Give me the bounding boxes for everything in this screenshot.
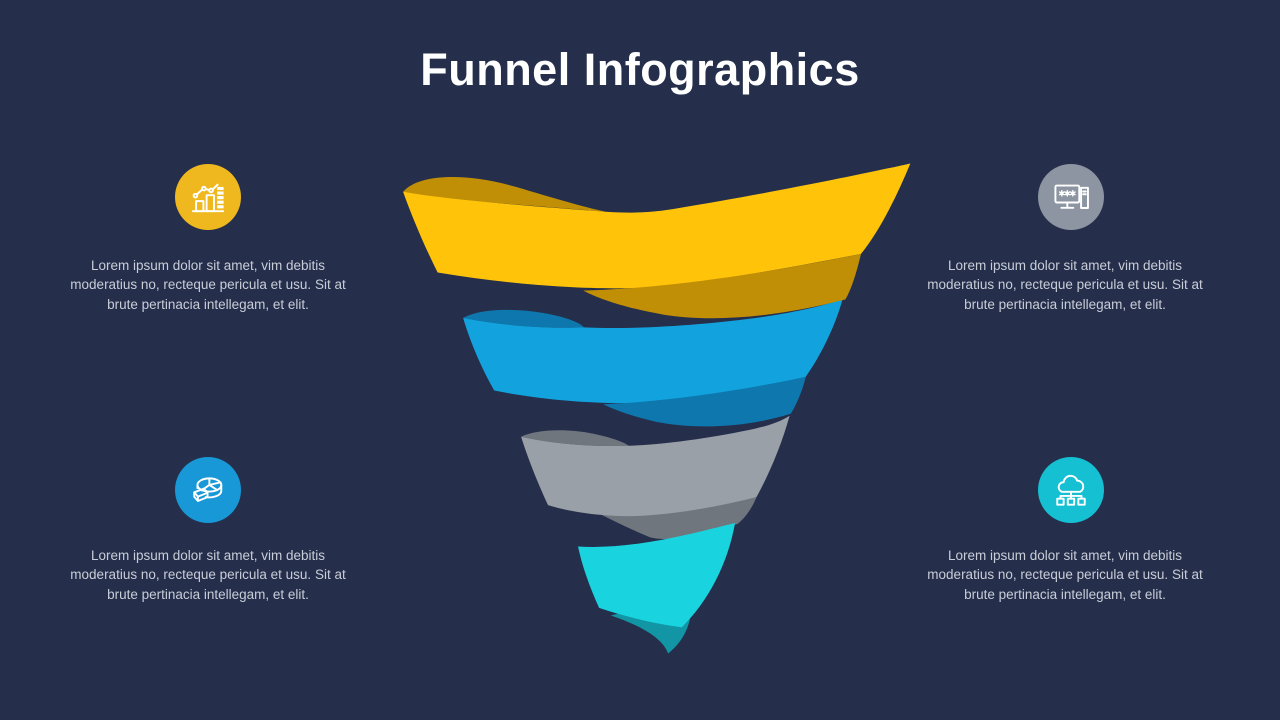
desktop-computer-icon [1054,184,1089,209]
page-title: Funnel Infographics [420,44,860,95]
funnel-level-1-front [403,163,911,289]
icon-circle-top-left [175,164,241,230]
funnel-level-4-front [578,523,736,628]
funnel-level-3-back [521,430,629,447]
pie-chart-3d-icon [193,477,223,502]
description-top-left: Lorem ipsum dolor sit amet, vim debitis … [70,258,346,312]
funnel-level-1-crescent [583,253,861,319]
funnel-level-2-crescent [603,376,806,427]
funnel-level-1-back [403,176,606,212]
funnel-level-2-back [463,309,584,328]
bar-chart-trend-icon [191,183,225,213]
icon-circle-top-right [1038,164,1104,230]
funnel-level-3-front [521,415,790,517]
description-bottom-left: Lorem ipsum dolor sit amet, vim debitis … [70,548,346,602]
description-bottom-right: Lorem ipsum dolor sit amet, vim debitis … [927,548,1203,602]
funnel-svg [403,163,911,654]
description-top-right: Lorem ipsum dolor sit amet, vim debitis … [927,258,1203,312]
funnel-diagram [390,140,920,670]
funnel-level-2-front [463,298,843,404]
cloud-network-icon [1056,474,1086,506]
icon-circle-bottom-left [175,457,241,523]
icon-circle-bottom-right [1038,457,1104,523]
